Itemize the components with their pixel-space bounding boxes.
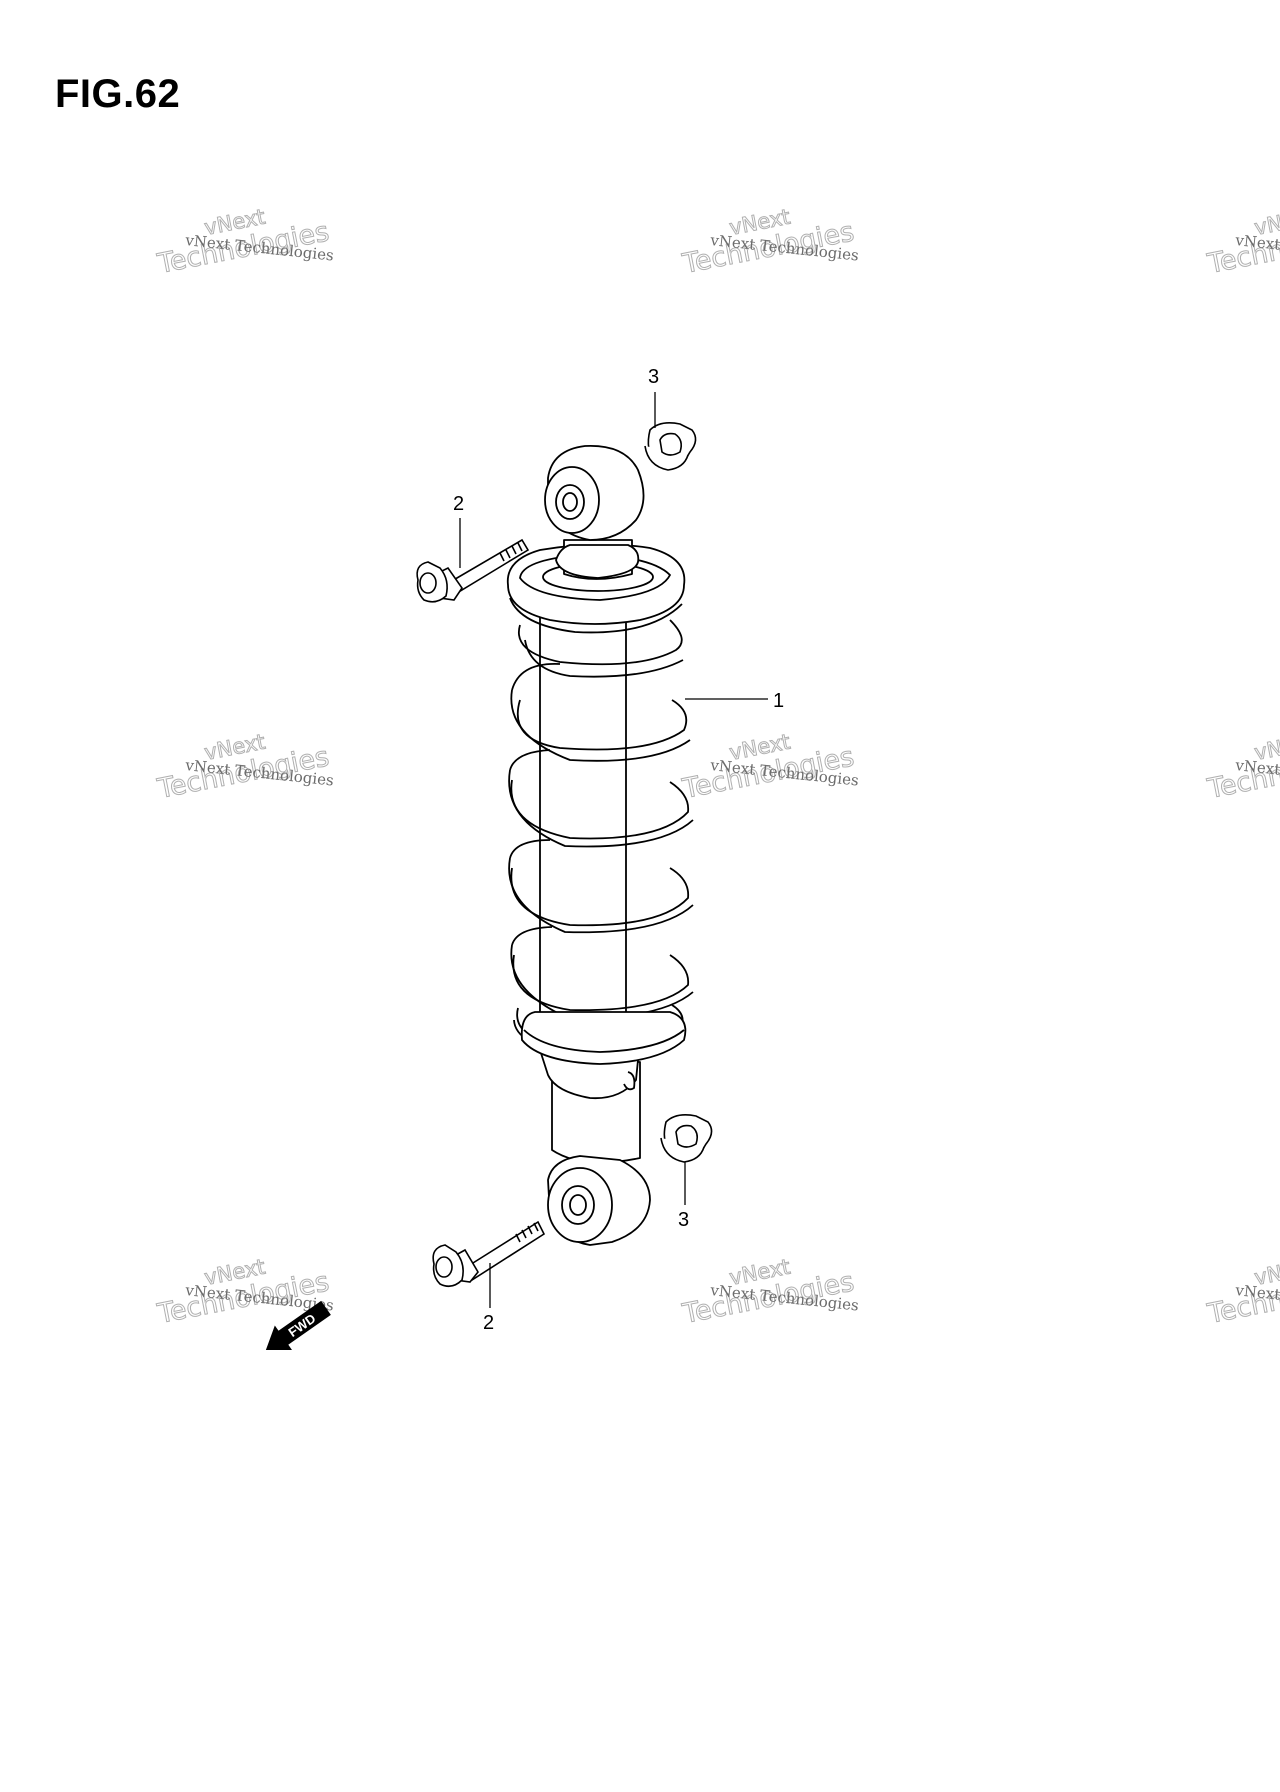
shock-absorber [506, 445, 694, 1246]
lower-nut [660, 1114, 713, 1163]
callout-2-upper: 2 [453, 493, 464, 515]
leader-lines [459, 392, 768, 1308]
callout-2-lower: 2 [483, 1312, 494, 1334]
callout-3-lower: 3 [678, 1209, 689, 1231]
upper-nut [644, 422, 697, 471]
callout-1: 1 [773, 690, 784, 712]
upper-bolt [416, 538, 530, 603]
figure-title: FIG.62 [55, 72, 181, 116]
coil-spring [508, 619, 694, 1057]
callout-3-upper: 3 [648, 366, 659, 388]
lower-bolt [432, 1220, 546, 1288]
